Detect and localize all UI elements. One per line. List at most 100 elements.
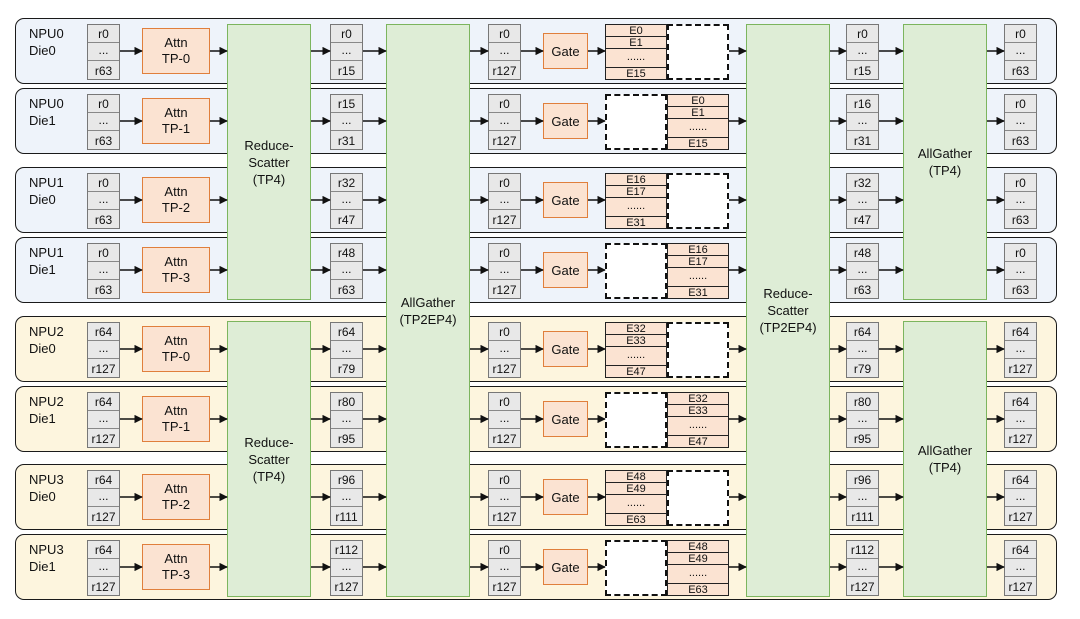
reduce-scatter-ep-output-registers: r32...r47: [846, 173, 879, 229]
expert-cell: ......: [626, 497, 646, 509]
gate-label: Gate: [551, 113, 580, 129]
expert-cell: ......: [626, 200, 646, 212]
reduce-scatter-ep-output-registers-cell: r80: [847, 393, 878, 411]
reduce-scatter-ep-output-registers: r64...r79: [846, 322, 879, 378]
final-output-registers: r0...r63: [1004, 173, 1037, 229]
final-output-registers-cell: ...: [1005, 113, 1036, 131]
expert-cell: E17: [606, 186, 666, 198]
final-output-registers: r64...r127: [1004, 540, 1037, 596]
expert-cell: E32: [606, 323, 666, 335]
allgather-output-registers-cell: r127: [492, 283, 517, 297]
reduce-scatter-ep-output-registers-cell: ...: [847, 192, 878, 210]
expert-cell: E1: [668, 107, 728, 119]
expert-cell: ......: [688, 270, 708, 282]
reduce-scatter-tp4-bottom: Reduce- Scatter (TP4): [227, 321, 311, 597]
attn-label: Attn TP-3: [161, 254, 191, 285]
empty-expert-slot: [605, 243, 667, 299]
npu-label: NPU0: [29, 96, 64, 111]
allgather-output-registers: r0...r127: [488, 94, 521, 150]
reduce-scatter-ep-output-registers-cell: r79: [853, 362, 872, 376]
expert-cell: ......: [688, 121, 708, 133]
allgather-output-registers-cell: r0: [489, 541, 520, 559]
reduce-scatter-output-registers-cell: r32: [331, 174, 362, 192]
allgather-output-registers: r0...r127: [488, 470, 521, 526]
empty-expert-slot: [667, 24, 729, 80]
expert-cell: ......: [626, 349, 646, 361]
expert-cell: E31: [606, 216, 666, 229]
reduce-scatter-output-registers-cell: ...: [331, 192, 362, 210]
reduce-scatter-ep-output-registers-cell: r64: [847, 323, 878, 341]
reduce-scatter-ep-output-registers-cell: ...: [847, 559, 878, 577]
reduce-scatter-output-registers-cell: ...: [331, 559, 362, 577]
input-registers-cell: ...: [88, 262, 119, 280]
input-registers-cell: r63: [94, 283, 113, 297]
input-registers-cell: r63: [94, 213, 113, 227]
reduce-scatter-ep-output-registers-cell: r47: [853, 213, 872, 227]
input-registers-cell: r64: [88, 393, 119, 411]
reduce-scatter-ep-output-registers-cell: r63: [853, 283, 872, 297]
expert-cell: ......: [688, 567, 708, 579]
allgather-output-registers-cell: r0: [489, 174, 520, 192]
reduce-scatter-tp2ep4-label: Reduce- Scatter (TP2EP4): [759, 286, 817, 335]
reduce-scatter-ep-output-registers-cell: r48: [847, 244, 878, 262]
npu-label: NPU0: [29, 26, 64, 41]
reduce-scatter-output-registers-cell: r47: [337, 213, 356, 227]
expert-cell: E63: [606, 513, 666, 526]
reduce-scatter-tp2ep4: Reduce- Scatter (TP2EP4): [746, 24, 830, 597]
attn-block: Attn TP-1: [142, 396, 210, 442]
attn-label: Attn TP-1: [161, 105, 191, 136]
input-registers-cell: ...: [88, 559, 119, 577]
input-registers-cell: r64: [88, 471, 119, 489]
allgather-output-registers-cell: ...: [489, 262, 520, 280]
die-label: Die0: [29, 192, 56, 207]
expert-cell: E16: [606, 174, 666, 186]
input-registers-cell: r0: [88, 174, 119, 192]
attn-block: Attn TP-1: [142, 98, 210, 144]
gate-block: Gate: [543, 549, 588, 585]
reduce-scatter-tp4-top: Reduce- Scatter (TP4): [227, 24, 311, 300]
expert-cell: E31: [668, 286, 728, 299]
gate-block: Gate: [543, 331, 588, 367]
final-output-registers-cell: r63: [1011, 134, 1030, 148]
reduce-scatter-ep-output-registers-cell: r31: [853, 134, 872, 148]
allgather-tp4-bottom-label: AllGather (TP4): [917, 443, 973, 475]
reduce-scatter-ep-output-registers-cell: r0: [847, 25, 878, 43]
expert-cell: E33: [668, 405, 728, 417]
expert-cell: ......: [688, 419, 708, 431]
expert-cell: E0: [668, 95, 728, 107]
reduce-scatter-output-registers-cell: ...: [331, 489, 362, 507]
input-registers: r0...r63: [87, 173, 120, 229]
attn-label: Attn TP-0: [161, 35, 191, 66]
final-output-registers-cell: r0: [1005, 25, 1036, 43]
gate-block: Gate: [543, 182, 588, 218]
reduce-scatter-output-registers-cell: r0: [331, 25, 362, 43]
allgather-tp4-top: AllGather (TP4): [903, 24, 987, 300]
gate-label: Gate: [551, 489, 580, 505]
final-output-registers-cell: ...: [1005, 43, 1036, 61]
input-registers-cell: r63: [94, 64, 113, 78]
final-output-registers-cell: ...: [1005, 192, 1036, 210]
allgather-output-registers: r0...r127: [488, 322, 521, 378]
expert-cell: E15: [668, 137, 728, 150]
reduce-scatter-ep-output-registers-cell: ...: [847, 113, 878, 131]
reduce-scatter-output-registers-cell: r96: [331, 471, 362, 489]
allgather-output-registers-cell: r127: [492, 64, 517, 78]
final-output-registers-cell: ...: [1005, 559, 1036, 577]
allgather-output-registers-cell: ...: [489, 192, 520, 210]
die-label: Die1: [29, 559, 56, 574]
reduce-scatter-output-registers-cell: r79: [337, 362, 356, 376]
die-label: Die1: [29, 411, 56, 426]
reduce-scatter-output-registers-cell: r64: [331, 323, 362, 341]
input-registers-cell: r127: [91, 510, 116, 524]
input-registers-cell: r0: [88, 95, 119, 113]
die-label: Die0: [29, 341, 56, 356]
allgather-output-registers-cell: r0: [489, 25, 520, 43]
allgather-output-registers-cell: r127: [492, 134, 517, 148]
expert-cell: ......: [626, 51, 646, 63]
allgather-output-registers: r0...r127: [488, 540, 521, 596]
